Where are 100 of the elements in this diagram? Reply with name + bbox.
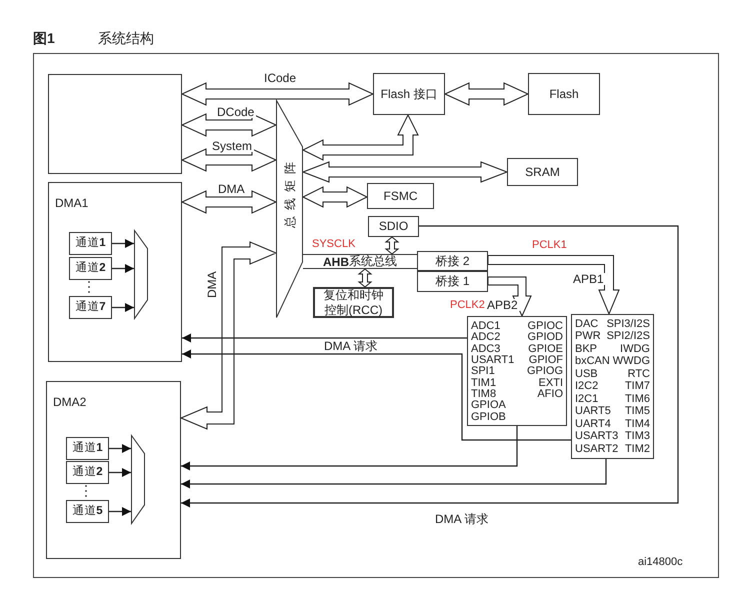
peripheral-label: TIM8 bbox=[471, 389, 496, 400]
peripheral-label: GPIOC bbox=[528, 321, 563, 332]
bus-arrow bbox=[180, 113, 278, 137]
edge-label: DMA 请求 bbox=[433, 513, 490, 525]
edge-label: APB1 bbox=[571, 273, 606, 285]
peripheral-label: DAC bbox=[575, 319, 598, 330]
memory-box: Flash bbox=[528, 73, 600, 115]
peripheral-label: SPI2/I2S bbox=[606, 331, 650, 342]
peripheral-label: ADC3 bbox=[471, 344, 500, 355]
peripheral-label: UART5 bbox=[575, 406, 611, 418]
arrow bbox=[112, 264, 134, 273]
peripheral-box bbox=[467, 316, 567, 426]
bus-arrow bbox=[302, 161, 508, 183]
peripheral-label: IWDG bbox=[620, 344, 650, 355]
peripheral-label: GPIOG bbox=[526, 366, 563, 378]
multiplexer-shape bbox=[134, 230, 148, 319]
bus-arrow bbox=[180, 241, 278, 430]
peripheral-label: GPIOE bbox=[528, 344, 563, 355]
peripheral-label: UART4 bbox=[575, 418, 611, 430]
channel-box: 通道1 bbox=[69, 232, 112, 255]
interface-box: Flash 接口 bbox=[373, 73, 445, 115]
peripheral-label: TIM7 bbox=[624, 381, 650, 392]
channel-box: 通道2 bbox=[69, 257, 112, 280]
figure-number: 图1 bbox=[33, 31, 55, 45]
peripheral-label: GPIOF bbox=[528, 355, 563, 366]
bus-arrow bbox=[180, 82, 374, 106]
vertical-label: 总线矩阵 bbox=[284, 156, 296, 228]
bus-arrow bbox=[488, 255, 620, 316]
peripheral-label: USART2 bbox=[575, 444, 618, 455]
edge-label: ICode bbox=[262, 72, 298, 84]
arrow bbox=[182, 334, 467, 342]
clock-label: SYSCLK bbox=[312, 239, 356, 250]
bus-arrow bbox=[488, 276, 532, 318]
dma-controller-box bbox=[46, 381, 181, 559]
arrow bbox=[109, 468, 131, 477]
peripheral-label: GPIOB bbox=[471, 412, 506, 423]
peripheral-label: BKP bbox=[575, 344, 598, 355]
bridge-box: 桥接 1 bbox=[417, 271, 488, 292]
bus-arrow bbox=[358, 268, 372, 288]
peripheral-label: RTC bbox=[628, 368, 650, 380]
peripheral-label: GPIOA bbox=[471, 400, 506, 412]
bus-band: AHB系统总线 bbox=[303, 254, 417, 269]
peripheral-label: ADC2 bbox=[471, 332, 500, 344]
figure-code: ai14800c bbox=[638, 557, 683, 568]
clock-control-box: 复位和时钟控制(RCC) bbox=[313, 287, 394, 318]
arrow bbox=[109, 507, 131, 516]
arrow bbox=[181, 426, 518, 470]
edge-label: System bbox=[210, 140, 254, 152]
bus-arrow bbox=[302, 186, 368, 208]
peripheral-label: TIM4 bbox=[624, 418, 650, 430]
peripheral-box bbox=[571, 314, 654, 459]
peripheral-label: bxCAN bbox=[575, 356, 610, 368]
bus-arrow bbox=[444, 82, 530, 106]
channel-box: 通道1 bbox=[66, 437, 109, 460]
peripheral-label: USART1 bbox=[471, 355, 514, 366]
peripheral-label: I2C2 bbox=[575, 381, 598, 392]
peripheral-label: EXTI bbox=[538, 378, 563, 389]
processor-box bbox=[48, 74, 182, 174]
channel-box: 通道7 bbox=[69, 296, 112, 319]
arrow bbox=[181, 459, 607, 488]
figure-title: 系统结构 bbox=[98, 31, 154, 45]
multiplexer-shape bbox=[131, 435, 145, 524]
peripheral-label: USART3 bbox=[575, 431, 618, 442]
controller-box: SDIO bbox=[368, 216, 419, 237]
peripheral-label: USB bbox=[575, 368, 598, 380]
bus-arrow bbox=[384, 236, 400, 255]
memory-box: SRAM bbox=[507, 158, 578, 186]
bus-arrow bbox=[180, 148, 278, 172]
edge-label: DMA bbox=[216, 183, 247, 195]
peripheral-label: TIM3 bbox=[624, 431, 650, 442]
edge-label: DCode bbox=[215, 106, 256, 118]
edge-label: APB2 bbox=[485, 299, 520, 311]
peripheral-label: GPIOD bbox=[528, 332, 563, 344]
edge-label: DMA bbox=[206, 270, 218, 300]
peripheral-label: TIM1 bbox=[471, 378, 496, 389]
box-title: DMA2 bbox=[53, 396, 86, 408]
peripheral-label: WWDG bbox=[612, 356, 650, 368]
peripheral-label: TIM6 bbox=[624, 394, 650, 405]
arrow bbox=[182, 350, 571, 441]
edge-label: DMA 请求 bbox=[322, 340, 380, 352]
bus-arrow bbox=[180, 190, 278, 214]
channel-box: 通道5 bbox=[66, 500, 109, 523]
peripheral-label: PWR bbox=[575, 331, 601, 342]
box-title: DMA1 bbox=[55, 197, 88, 209]
bus-arrow bbox=[302, 114, 419, 161]
arrow bbox=[181, 225, 679, 508]
channel-box: 通道2 bbox=[66, 461, 109, 484]
peripheral-label: TIM2 bbox=[624, 444, 650, 455]
clock-label: PCLK1 bbox=[532, 240, 567, 251]
bridge-box: 桥接 2 bbox=[417, 251, 488, 271]
peripheral-label: TIM5 bbox=[624, 406, 650, 418]
clock-label: PCLK2 bbox=[450, 300, 485, 311]
peripheral-label: AFIO bbox=[537, 389, 563, 400]
peripheral-label: SPI3/I2S bbox=[606, 319, 650, 330]
arrow bbox=[112, 239, 134, 248]
arrow bbox=[109, 444, 131, 453]
arrow bbox=[112, 303, 134, 312]
dma-controller-box bbox=[48, 182, 182, 362]
peripheral-label: SPI1 bbox=[471, 366, 495, 378]
peripheral-label: ADC1 bbox=[471, 321, 500, 332]
